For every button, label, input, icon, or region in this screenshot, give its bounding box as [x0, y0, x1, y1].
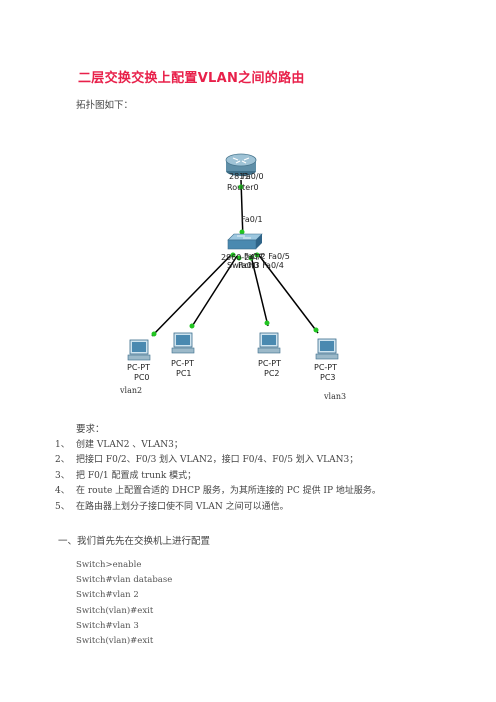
port-dot — [238, 184, 244, 190]
pc1-type: PC-PT — [171, 359, 194, 368]
requirement-item: 5、在路由器上划分子接口使不同 VLAN 之间可以通信。 — [55, 500, 381, 515]
command-list: Switch>enable Switch#vlan database Switc… — [76, 558, 172, 649]
page-title: 二层交换交换上配置VLAN之间的路由 — [78, 71, 305, 86]
port-indicators — [151, 184, 319, 337]
router-model: 2811 — [229, 172, 249, 181]
port-dot — [230, 252, 236, 258]
link-switch-pc3 — [257, 253, 319, 334]
requirement-text: 创建 VLAN2 、VLAN3； — [76, 440, 183, 450]
link-switch-pc2 — [250, 255, 269, 327]
requirement-text: 把 F0/1 配置成 trunk 模式； — [76, 470, 197, 481]
command-line: Switch(vlan)#exit — [76, 636, 154, 647]
requirement-num: 2、 — [55, 455, 70, 466]
port-dot — [313, 327, 319, 333]
pc2-name: PC2 — [264, 369, 280, 378]
router-port: Fa0/0 — [242, 172, 264, 181]
requirement-item: 1、创建 VLAN2 、VLAN3； — [55, 438, 381, 453]
requirement-num: 3、 — [55, 470, 70, 481]
port-dot — [236, 255, 242, 261]
topology-diagram: 2811 Fa0/0 Router0 Fa0/1 2960-24TT Fa0/2… — [119, 153, 346, 401]
vlan3-label: vlan3 — [323, 392, 346, 401]
pc3-type: PC-PT — [314, 363, 337, 372]
switch-icon — [227, 233, 263, 250]
requirement-item: 3、把 F0/1 配置成 trunk 模式； — [55, 469, 381, 484]
pc-icon — [257, 332, 281, 354]
link-switch-pc1 — [190, 255, 238, 329]
command-line: Switch#vlan 3 — [76, 620, 139, 631]
command-line: Switch#vlan 2 — [76, 590, 139, 601]
intro-text: 拓扑图如下： — [76, 100, 134, 111]
port-dot — [189, 323, 195, 329]
requirements-list: 1、创建 VLAN2 、VLAN3； 2、把接口 F0/2、F0/3 划入 VL… — [55, 438, 381, 515]
pc-icon — [127, 339, 151, 361]
requirement-text: 在路由器上划分子接口使不同 VLAN 之间可以通信。 — [76, 501, 289, 512]
requirement-num: 4、 — [55, 486, 70, 497]
switch-ports-label: Fa0/2 Fa0/5 — [244, 252, 290, 261]
pc2-type: PC-PT — [258, 359, 281, 368]
pc1-name: PC1 — [176, 369, 192, 378]
requirement-num: 5、 — [55, 501, 70, 512]
requirement-item: 4、在 route 上配置合适的 DHCP 服务，为其所连接的 PC 提供 IP… — [55, 484, 381, 499]
router-name: Router0 — [227, 183, 259, 192]
switch-uplink-port: Fa0/1 — [241, 215, 263, 224]
command-line: Switch>enable — [76, 560, 142, 570]
pc3-name: PC3 — [320, 373, 336, 382]
vlan2-label: vlan2 — [119, 386, 142, 395]
switch-name: Switch0 — [227, 261, 259, 270]
port-dot — [264, 320, 270, 326]
switch-ports-label-2: Fa0/3 Fa0/4 — [238, 261, 284, 270]
port-dot — [239, 229, 245, 235]
requirement-text: 在 route 上配置合适的 DHCP 服务，为其所连接的 PC 提供 IP 地… — [76, 486, 381, 497]
requirement-num: 1、 — [55, 440, 70, 450]
port-dot — [248, 255, 254, 261]
pc-icon — [315, 338, 339, 360]
switch-model: 2960-24TT — [221, 253, 264, 262]
pc-icon — [171, 332, 195, 354]
link-switch-pc0 — [151, 253, 233, 337]
pc0-type: PC-PT — [127, 363, 150, 372]
links — [151, 179, 319, 337]
router-icon — [225, 153, 257, 176]
requirement-item: 2、把接口 F0/2、F0/3 划入 VLAN2，接口 F0/4、F0/5 划入… — [55, 453, 381, 468]
pc0-name: PC0 — [134, 373, 150, 382]
requirements-heading: 要求： — [76, 424, 105, 435]
command-line: Switch#vlan database — [76, 575, 173, 586]
port-dot — [254, 252, 260, 258]
section-heading: 一、我们首先先在交换机上进行配置 — [58, 536, 211, 547]
requirement-text: 把接口 F0/2、F0/3 划入 VLAN2，接口 F0/4、F0/5 划入 V… — [76, 455, 359, 466]
command-line: Switch(vlan)#exit — [76, 605, 154, 616]
port-dot — [151, 331, 157, 337]
